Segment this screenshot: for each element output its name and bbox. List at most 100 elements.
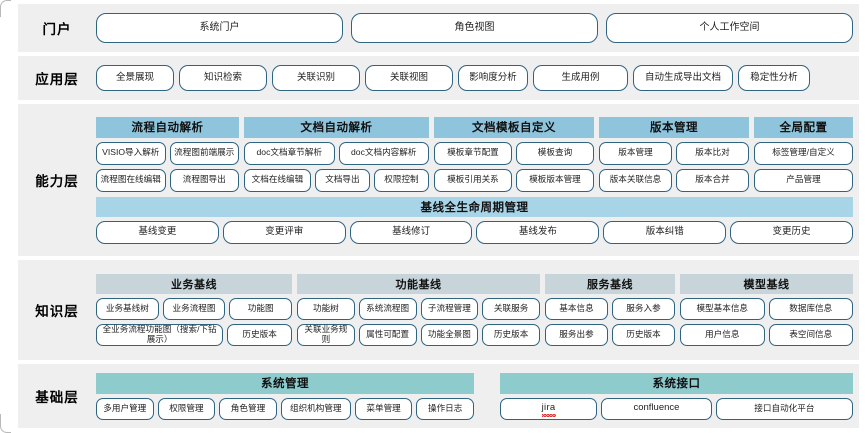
kn-item-service-output[interactable]: 服务出参: [545, 324, 608, 346]
kn-item-tablespace-info[interactable]: 表空间信息: [768, 324, 853, 346]
app-item-knowledge-search[interactable]: 知识检索: [179, 65, 267, 91]
cap-item-doc-online-edit[interactable]: 文档在线编辑: [244, 168, 311, 192]
group-header-service-baseline: 服务基线: [545, 274, 675, 294]
kn-item-business-baseline-tree[interactable]: 业务基线树: [96, 298, 159, 320]
capability-group-global-config: 全局配置 标签管理/自定义 产品管理: [754, 116, 853, 192]
base-item-multi-user-mgmt[interactable]: 多用户管理: [96, 397, 154, 420]
layer-portal-label: 门户: [42, 22, 72, 37]
kn-item-history-version-function[interactable]: 历史版本: [482, 324, 540, 346]
lifecycle-item-change-review[interactable]: 变更评审: [222, 220, 346, 244]
kn-item-related-service[interactable]: 关联服务: [482, 298, 540, 320]
group-header-function-baseline: 功能基线: [297, 274, 540, 294]
base-item-permission-mgmt[interactable]: 权限管理: [157, 397, 216, 420]
capability-group-doc-parse: 文档自动解析 doc文档章节解析 doc文档内容解析 文档在线编辑 文档导出 权…: [244, 116, 429, 192]
kn-item-database-info[interactable]: 数据库信息: [768, 298, 853, 320]
group-row: jira confluence 接口自动化平台: [500, 397, 854, 420]
cap-item-product-management[interactable]: 产品管理: [754, 168, 853, 192]
kn-item-full-business-flow-function-diagram[interactable]: 全业务流程功能图（搜索/下钻展示）: [96, 324, 224, 346]
kn-item-function-tree[interactable]: 功能树: [297, 298, 355, 320]
app-item-panorama[interactable]: 全景展现: [96, 65, 174, 91]
portal-item-personal-workspace[interactable]: 个人工作空间: [606, 13, 853, 43]
kn-item-service-input[interactable]: 服务入参: [612, 298, 675, 320]
lifecycle-item-change-history[interactable]: 变更历史: [730, 220, 853, 244]
group-row: 关联业务规则 属性可配置 功能全景图 历史版本: [297, 324, 540, 346]
cap-item-version-merge[interactable]: 版本合并: [676, 168, 749, 192]
lifecycle-row: 基线变更 变更评审 基线修订 基线发布 版本纠错 变更历史: [96, 220, 853, 244]
app-item-relation-view[interactable]: 关联视图: [365, 65, 453, 91]
kn-item-model-basic-info[interactable]: 模型基本信息: [680, 298, 765, 320]
kn-item-attribute-configurable[interactable]: 属性可配置: [358, 324, 417, 346]
group-row: 服务出参 历史版本: [545, 324, 675, 346]
knowledge-group-service-baseline: 服务基线 基本信息 服务入参 服务出参 历史版本: [545, 274, 675, 346]
foundation-group-system-mgmt: 系统管理 多用户管理 权限管理 角色管理 组织机构管理 菜单管理 操作日志: [96, 372, 474, 420]
group-row: 文档在线编辑 文档导出 权限控制: [244, 168, 429, 192]
kn-item-function-panorama[interactable]: 功能全景图: [420, 324, 479, 346]
group-row: 功能树 系统流程图 子流程管理 关联服务: [297, 298, 540, 320]
kn-item-function-diagram[interactable]: 功能图: [229, 298, 293, 320]
layer-knowledge: 知识层 业务基线 业务基线树 业务流程图 功能图 全业务流程功能图（搜索/下钻展…: [18, 260, 859, 360]
cap-item-tag-management-custom[interactable]: 标签管理/自定义: [754, 141, 853, 165]
lifecycle-item-baseline-revise[interactable]: 基线修订: [349, 220, 473, 244]
portal-item-role-view[interactable]: 角色视图: [351, 13, 598, 43]
group-header-business-baseline: 业务基线: [96, 274, 292, 294]
group-header-doc-template: 文档模板自定义: [434, 116, 594, 138]
cap-item-version-relation-info[interactable]: 版本关联信息: [599, 168, 672, 192]
kn-item-user-info[interactable]: 用户信息: [680, 324, 765, 346]
kn-item-history-version-service[interactable]: 历史版本: [612, 324, 675, 346]
capability-group-doc-template: 文档模板自定义 模板章节配置 模板查询 模板引用关系 模板版本管理: [434, 116, 594, 192]
cap-item-permission-control[interactable]: 权限控制: [373, 168, 429, 192]
group-row: 模板章节配置 模板查询: [434, 141, 594, 165]
kn-item-related-business-rule[interactable]: 关联业务规则: [297, 324, 355, 346]
kn-item-basic-info[interactable]: 基本信息: [545, 298, 608, 320]
cap-item-version-management[interactable]: 版本管理: [599, 141, 672, 165]
kn-item-business-flowchart[interactable]: 业务流程图: [162, 298, 226, 320]
capability-group-process-parse: 流程自动解析 VISIO导入解析 流程图前端展示 流程图在线编辑 流程图导出: [96, 116, 239, 192]
lifecycle-item-baseline-change[interactable]: 基线变更: [96, 220, 219, 244]
app-item-impact-analysis[interactable]: 影响度分析: [458, 65, 528, 91]
app-item-auto-export-doc[interactable]: 自动生成导出文档: [633, 65, 733, 91]
cap-item-flowchart-frontend-display[interactable]: 流程图前端展示: [169, 141, 239, 165]
cap-item-doc-content-parse[interactable]: doc文档内容解析: [338, 141, 429, 165]
group-header-global-config: 全局配置: [754, 116, 853, 138]
layer-application: 应用层 全景展现 知识检索 关联识别 关联视图 影响度分析 生成用例 自动生成导…: [18, 56, 859, 100]
cap-item-template-query[interactable]: 模板查询: [516, 141, 594, 165]
app-item-relation-recognize[interactable]: 关联识别: [272, 65, 360, 91]
layer-knowledge-label: 知识层: [35, 304, 79, 319]
base-item-role-mgmt[interactable]: 角色管理: [219, 397, 277, 420]
app-item-generate-usecase[interactable]: 生成用例: [533, 65, 628, 91]
kn-item-subprocess-mgmt[interactable]: 子流程管理: [420, 298, 479, 320]
kn-item-history-version-business[interactable]: 历史版本: [227, 324, 292, 346]
base-item-interface-automation-platform[interactable]: 接口自动化平台: [715, 397, 854, 420]
cap-item-version-compare[interactable]: 版本比对: [676, 141, 749, 165]
knowledge-group-model-baseline: 模型基线 模型基本信息 数据库信息 用户信息 表空间信息: [680, 274, 853, 346]
cap-item-visio-import-parse[interactable]: VISIO导入解析: [96, 141, 166, 165]
group-row: VISIO导入解析 流程图前端展示: [96, 141, 239, 165]
layer-foundation-body: 系统管理 多用户管理 权限管理 角色管理 组织机构管理 菜单管理 操作日志 系统…: [96, 372, 859, 420]
base-item-menu-mgmt[interactable]: 菜单管理: [354, 397, 413, 420]
lifecycle-header: 基线全生命周期管理: [96, 196, 853, 217]
cap-item-flowchart-export[interactable]: 流程图导出: [169, 168, 239, 192]
capability-lifecycle: 基线全生命周期管理 基线变更 变更评审 基线修订 基线发布 版本纠错 变更历史: [96, 196, 853, 244]
cap-item-template-chapter-config[interactable]: 模板章节配置: [434, 141, 512, 165]
base-item-jira[interactable]: jira: [500, 397, 598, 420]
base-item-org-structure-mgmt[interactable]: 组织机构管理: [280, 397, 351, 420]
base-item-confluence[interactable]: confluence: [601, 397, 712, 420]
lifecycle-item-baseline-release[interactable]: 基线发布: [476, 220, 600, 244]
group-row: 版本关联信息 版本合并: [599, 168, 749, 192]
foundation-group-system-interface: 系统接口 jira confluence 接口自动化平台: [500, 372, 854, 420]
cap-item-doc-chapter-parse[interactable]: doc文档章节解析: [244, 141, 335, 165]
app-item-stability-analysis[interactable]: 稳定性分析: [738, 65, 810, 91]
group-header-version-mgmt: 版本管理: [599, 116, 749, 138]
cap-item-template-version-mgmt[interactable]: 模板版本管理: [516, 168, 594, 192]
cap-item-template-reference[interactable]: 模板引用关系: [434, 168, 512, 192]
kn-item-system-flowchart[interactable]: 系统流程图: [358, 298, 417, 320]
base-item-operation-log[interactable]: 操作日志: [416, 397, 474, 420]
cap-item-flowchart-online-edit[interactable]: 流程图在线编辑: [96, 168, 166, 192]
lifecycle-item-version-correct[interactable]: 版本纠错: [603, 220, 727, 244]
cap-item-doc-export[interactable]: 文档导出: [314, 168, 370, 192]
capability-groups: 流程自动解析 VISIO导入解析 流程图前端展示 流程图在线编辑 流程图导出 文…: [96, 116, 853, 192]
group-row: 流程图在线编辑 流程图导出: [96, 168, 239, 192]
portal-item-system-portal[interactable]: 系统门户: [96, 13, 343, 43]
layer-capability: 能力层 流程自动解析 VISIO导入解析 流程图前端展示 流程图在线编辑 流程图…: [18, 104, 859, 256]
